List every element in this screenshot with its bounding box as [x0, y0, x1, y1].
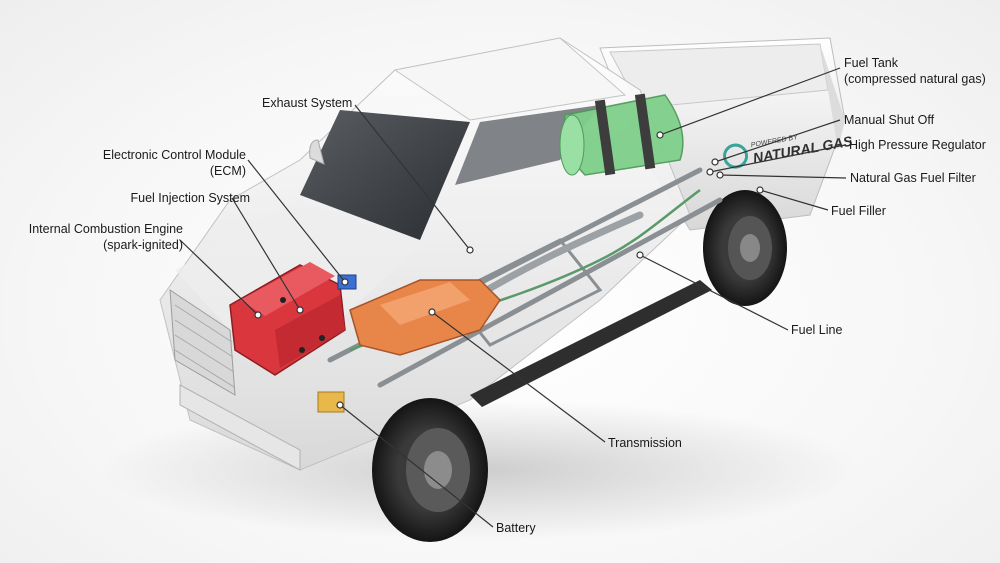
label-battery: Battery: [496, 520, 536, 536]
leader-line-engine: [179, 239, 259, 316]
leader-line-manual-shut-off: [714, 119, 841, 163]
rear-wheel: [703, 190, 787, 306]
label-ecm: Electronic Control Module (ECM): [103, 147, 246, 179]
leader-line-ecm: [247, 159, 346, 283]
leader-dot-fuel-tank: [656, 131, 664, 139]
leader-line-high-pressure-regulator: [709, 144, 846, 173]
label-exhaust-system: Exhaust System: [262, 95, 352, 111]
leader-dot-manual-shut-off: [711, 158, 719, 166]
leader-line-fuel-line: [639, 254, 789, 331]
label-natural-gas-fuel-filter: Natural Gas Fuel Filter: [850, 170, 976, 186]
leader-line-exhaust-system: [354, 104, 471, 251]
transmission-unit: [349, 279, 501, 356]
leader-dots: [254, 131, 764, 409]
label-fuel-injection-text: Fuel Injection System: [130, 191, 251, 205]
leader-line-natural-gas-fuel-filter: [719, 174, 847, 179]
label-fuel-injection: Fuel Injection System: [131, 190, 251, 206]
label-transmission-text: Transmission: [608, 436, 682, 450]
leader-line-fuel-tank: [659, 67, 841, 136]
front-wheel: [372, 398, 488, 542]
leader-dot-ecm: [341, 278, 349, 286]
leader-dot-natural-gas-fuel-filter: [716, 171, 724, 179]
label-high-pressure-regulator: High Pressure Regulator: [849, 137, 986, 153]
leader-line-fuel-injection: [231, 197, 301, 311]
label-exhaust-system-text: Exhaust System: [262, 96, 353, 110]
leader-dot-high-pressure-regulator: [706, 168, 714, 176]
label-fuel-line-text: Fuel Line: [791, 323, 843, 337]
label-ecm-line1: Electronic Control Module: [102, 148, 246, 162]
label-manual-shut-off-text: Manual Shut Off: [844, 113, 935, 127]
leader-dot-fuel-filler: [756, 186, 764, 194]
leader-line-fuel-filler: [759, 189, 829, 211]
windshield: [300, 110, 470, 240]
leader-dot-fuel-line: [636, 251, 644, 259]
leader-dot-transmission: [428, 308, 436, 316]
label-engine-line2: (spark-ignited): [103, 238, 183, 252]
leader-dot-exhaust-system: [466, 246, 474, 254]
label-fuel-tank-line2: (compressed natural gas): [844, 72, 986, 86]
label-transmission: Transmission: [608, 435, 682, 451]
label-fuel-tank: Fuel Tank (compressed natural gas): [844, 55, 986, 87]
label-fuel-filler: Fuel Filler: [831, 203, 886, 219]
leader-lines: [179, 67, 847, 528]
front-grille: [169, 289, 236, 396]
label-engine-line1: Internal Combustion Engine: [28, 222, 183, 236]
label-fuel-filler-text: Fuel Filler: [831, 204, 886, 218]
label-battery-text: Battery: [496, 521, 536, 535]
leader-line-transmission: [431, 311, 606, 443]
label-fuel-line: Fuel Line: [791, 322, 842, 338]
leader-line-battery: [339, 404, 494, 528]
label-engine: Internal Combustion Engine (spark-ignite…: [29, 221, 183, 253]
leader-dot-battery: [336, 401, 344, 409]
label-ecm-line2: (ECM): [209, 164, 246, 178]
front-bumper: [179, 384, 301, 471]
label-natural-gas-fuel-filter-text: Natural Gas Fuel Filter: [850, 171, 976, 185]
running-board: [470, 280, 712, 407]
fuel-tank-cylinder: [559, 93, 684, 176]
leader-dot-engine: [254, 311, 262, 319]
label-fuel-tank-line1: Fuel Tank: [844, 56, 898, 70]
label-manual-shut-off: Manual Shut Off: [844, 112, 934, 128]
leader-dot-fuel-injection: [296, 306, 304, 314]
label-high-pressure-regulator-text: High Pressure Regulator: [849, 138, 986, 152]
